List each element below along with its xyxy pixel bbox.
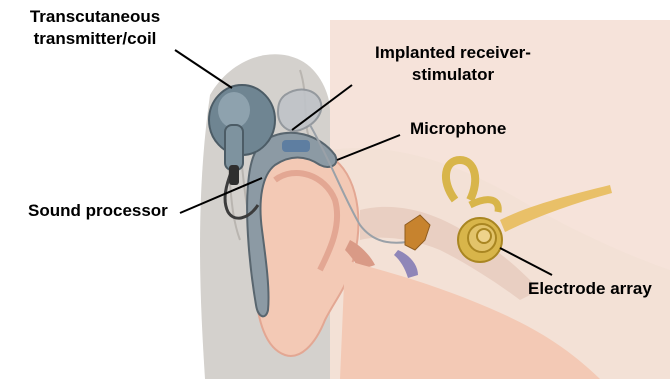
sound-processor-label: Sound processor (28, 200, 168, 222)
receiver-stimulator-label: Implanted receiver- stimulator (353, 42, 553, 86)
transmitter-coil-label: Transcutaneous transmitter/coil (10, 6, 180, 50)
cochlea-inner (477, 229, 491, 243)
transmitter-label-line1: Transcutaneous (10, 6, 180, 28)
leader-transmitter (175, 50, 232, 88)
transmitter-label-line2: transmitter/coil (10, 28, 180, 50)
receiver-label-line2: stimulator (353, 64, 553, 86)
coil-magnet-housing (225, 125, 243, 170)
coil-connector (229, 165, 239, 185)
transmitter-coil-highlight (218, 92, 250, 128)
processor-strip (282, 140, 310, 152)
receiver-label-line1: Implanted receiver- (353, 42, 553, 64)
electrode-array-label: Electrode array (528, 278, 652, 300)
microphone-label: Microphone (410, 118, 506, 140)
